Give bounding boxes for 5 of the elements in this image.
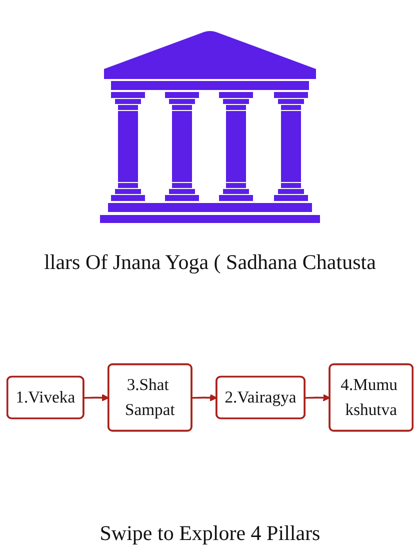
caption: Swipe to Explore 4 Pillars <box>100 521 320 546</box>
title: llars Of Jnana Yoga ( Sadhana Chatusta <box>44 250 376 276</box>
arrow <box>305 394 330 402</box>
arrow <box>192 394 218 402</box>
arrow <box>84 394 110 402</box>
